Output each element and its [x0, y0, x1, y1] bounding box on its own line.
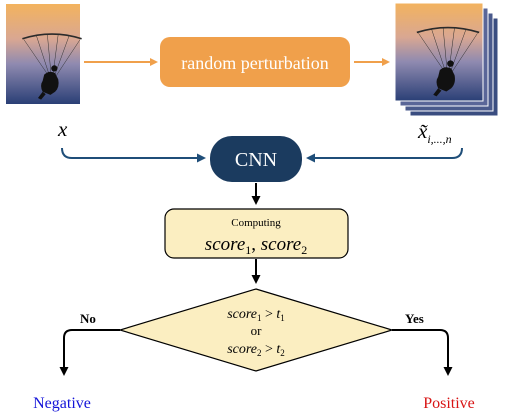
output-label-var: x̃	[417, 119, 428, 143]
perturbation-box	[160, 37, 350, 87]
line2-op: >	[262, 342, 277, 357]
arrow-yes-branch	[392, 329, 453, 376]
line1-sub: 1	[257, 313, 262, 323]
output-label-sub: i,...,n	[427, 132, 451, 146]
line2-thr: t	[276, 342, 281, 357]
decision-line1: score1 > t1	[227, 307, 285, 323]
line2-var: score	[227, 342, 257, 357]
input-image	[6, 4, 83, 104]
line1-thr: t	[276, 307, 281, 322]
arrow-input-to-cnn	[61, 147, 206, 163]
score2-sub: 2	[301, 243, 307, 257]
branch-no-label: No	[80, 311, 96, 326]
arrow-perturbed-to-cnn	[306, 147, 463, 163]
score1-var: score	[205, 234, 245, 255]
compute-box	[164, 208, 349, 259]
score1-sub: 1	[245, 243, 251, 257]
decision-diamond	[117, 288, 395, 372]
compute-title: Computing	[231, 217, 281, 229]
arrow-no-branch	[59, 329, 120, 376]
perturbation-label: random perturbation	[181, 53, 328, 73]
perturbed-images-stack	[394, 2, 499, 117]
decision-or: or	[251, 323, 263, 338]
result-positive: Positive	[423, 395, 475, 412]
line2-sub: 2	[257, 348, 262, 358]
score-separator: ,	[251, 234, 261, 255]
line1-var: score	[227, 307, 257, 322]
score2-var: score	[261, 234, 301, 255]
cnn-node	[210, 136, 302, 182]
decision-line2: score2 > t2	[227, 342, 285, 358]
branch-yes-label: Yes	[405, 311, 424, 326]
result-negative: Negative	[33, 395, 91, 412]
compute-scores: score1, score2	[205, 234, 307, 257]
line1-thr-sub: 1	[280, 313, 285, 323]
line2-thr-sub: 2	[280, 348, 285, 358]
output-label: x̃i,...,n	[417, 119, 452, 146]
line1-op: >	[262, 307, 277, 322]
cnn-label: CNN	[235, 149, 277, 171]
input-label: x	[57, 117, 68, 141]
